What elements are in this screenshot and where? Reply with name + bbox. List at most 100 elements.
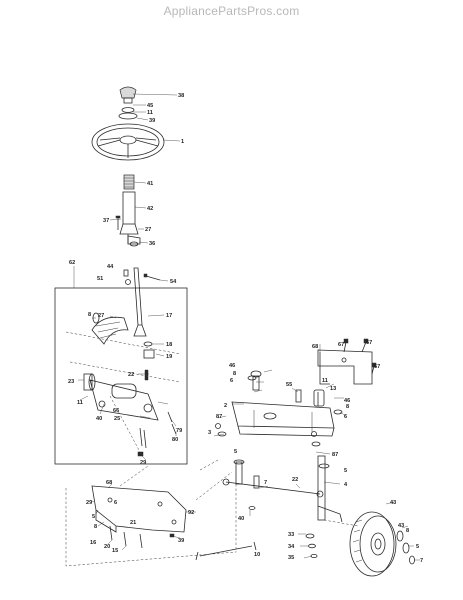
callout-51: 51 [97, 276, 103, 282]
callout-38: 38 [178, 93, 184, 99]
part-35-nut[interactable] [310, 554, 318, 559]
bolt-51[interactable] [125, 279, 131, 285]
callout-66: 66 [113, 408, 119, 414]
callout-6-right: 6 [344, 414, 347, 420]
steering-wheel[interactable] [91, 123, 165, 161]
callout-8-box: 8 [88, 312, 91, 318]
bearings-87[interactable] [217, 431, 321, 447]
callout-10: 10 [254, 552, 260, 558]
callout-43-b: 43 [398, 523, 404, 529]
part-33-bushing[interactable] [305, 533, 315, 539]
watermark: AppliancePartsPros.com [163, 4, 300, 18]
bolts-16-15[interactable] [109, 525, 143, 549]
drag-link-10[interactable] [195, 541, 257, 561]
mount-plate-68[interactable] [91, 485, 187, 533]
part-25-screws[interactable] [139, 427, 147, 449]
callout-11-box: 11 [77, 400, 83, 406]
callout-6-axle: 6 [230, 378, 233, 384]
callout-67-b: 67 [366, 340, 372, 346]
callout-62: 62 [69, 260, 75, 266]
callout-33: 33 [288, 532, 294, 538]
part-18-bearing[interactable] [143, 341, 153, 347]
callout-8-wheel: 8 [406, 528, 409, 534]
steering-adapter-36[interactable] [127, 235, 141, 247]
steering-nut[interactable] [118, 107, 138, 120]
part-3-washers[interactable] [215, 423, 317, 437]
bolt-54[interactable] [143, 273, 161, 281]
spindle-left[interactable] [233, 459, 245, 485]
callout-27-box: 27 [98, 313, 104, 319]
callout-27-top: 27 [145, 227, 151, 233]
axle-bracket-60[interactable] [317, 349, 373, 385]
callout-42: 42 [147, 206, 153, 212]
callout-25: 25 [114, 416, 120, 422]
callout-45: 45 [147, 103, 153, 109]
bolts-67[interactable] [343, 338, 377, 375]
part-5-collar-right[interactable] [318, 463, 330, 469]
part-40-washer[interactable] [98, 400, 106, 408]
callout-5-right: 5 [344, 468, 347, 474]
callout-1: 1 [181, 139, 184, 145]
callout-8-lower: 8 [94, 524, 97, 530]
steering-bushing-41[interactable] [123, 174, 135, 190]
callout-7: 7 [264, 480, 267, 486]
steering-gear-box-outline [54, 287, 188, 465]
part-23-bushing[interactable] [83, 373, 96, 391]
part-29-nut[interactable] [137, 451, 144, 457]
part-40-washer-lower[interactable] [248, 506, 256, 510]
sector-gear-27[interactable] [91, 316, 129, 345]
part-11-spacer[interactable] [313, 389, 325, 407]
pivot-bolt-46[interactable] [250, 370, 262, 391]
callout-37: 37 [103, 218, 109, 224]
bolt-44[interactable] [123, 269, 129, 277]
tie-rod-22[interactable] [222, 478, 324, 498]
callout-67-a: 67 [338, 342, 344, 348]
callout-8-axle: 8 [233, 371, 236, 377]
callout-43: 43 [390, 500, 396, 506]
callout-11-top: 11 [147, 110, 153, 116]
callout-39-top: 39 [149, 118, 155, 124]
callout-68: 68 [106, 480, 112, 486]
callout-67-c: 67 [374, 364, 380, 370]
callout-5-wheel: 5 [416, 544, 419, 550]
pinion-shaft-17[interactable] [133, 267, 147, 337]
front-axle-2[interactable] [231, 401, 335, 437]
part-5-pin[interactable] [253, 475, 260, 489]
hub-cap-wheel-parts[interactable] [396, 530, 415, 565]
callout-17: 17 [166, 313, 172, 319]
callout-7-wheel: 7 [420, 558, 423, 564]
callout-92: 92 [188, 510, 194, 516]
part-34-washer[interactable] [308, 543, 316, 549]
callout-29-box: 29 [140, 460, 146, 466]
callout-87-right: 87 [332, 452, 338, 458]
part-79-clip[interactable] [167, 411, 173, 423]
callout-20: 20 [104, 544, 110, 550]
callout-21: 21 [130, 520, 136, 526]
callout-22-box: 22 [128, 372, 134, 378]
spindle-right-4[interactable] [317, 455, 343, 523]
callout-29-lower: 29 [86, 500, 92, 506]
callout-5-mid: 5 [234, 449, 237, 455]
callout-35: 35 [288, 555, 294, 561]
callout-44: 44 [107, 264, 114, 270]
callout-19: 19 [166, 354, 172, 360]
callout-36: 36 [149, 241, 155, 247]
steering-bolt-37[interactable] [115, 215, 121, 230]
part-80-bolt[interactable] [171, 423, 177, 435]
part-19-collar[interactable] [143, 349, 155, 359]
steering-bracket-66[interactable] [89, 379, 159, 421]
callout-79: 79 [176, 428, 182, 434]
callout-22-mid: 22 [292, 477, 298, 483]
front-wheel-43[interactable] [349, 511, 397, 577]
part-22-pin[interactable] [144, 369, 149, 381]
callout-40-mid: 40 [238, 516, 244, 522]
part-39-nut[interactable] [169, 533, 175, 538]
callout-4: 4 [344, 482, 348, 488]
callout-6-lower: 6 [114, 500, 117, 506]
callout-40-box: 40 [96, 416, 102, 422]
steering-cap[interactable] [119, 86, 137, 104]
part-8-6-nuts[interactable] [247, 375, 343, 415]
callout-39-lower: 39 [178, 538, 184, 544]
part-55-pin[interactable] [295, 389, 302, 403]
callout-46-left: 46 [229, 363, 235, 369]
